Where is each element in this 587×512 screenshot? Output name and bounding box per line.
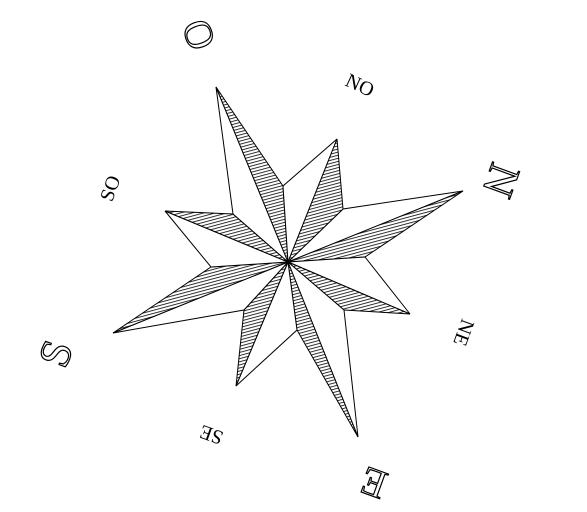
northeast-label: NE xyxy=(448,316,478,349)
east-label: E xyxy=(354,458,392,509)
label-west: O xyxy=(173,13,225,56)
label-southwest: SO xyxy=(96,173,125,205)
south-label: S xyxy=(29,334,83,374)
north-label: N xyxy=(473,157,530,204)
compass-star xyxy=(113,87,463,437)
label-south: S xyxy=(29,334,83,374)
southwest-label: SO xyxy=(96,173,125,205)
label-northeast: NE xyxy=(448,316,478,349)
label-northwest: NO xyxy=(342,70,377,102)
west-label: O xyxy=(173,13,225,56)
label-north: N xyxy=(473,157,530,204)
label-east: E xyxy=(354,458,392,509)
northwest-label: NO xyxy=(342,70,377,102)
southeast-label: SE xyxy=(197,420,226,449)
label-southeast: SE xyxy=(197,420,226,449)
